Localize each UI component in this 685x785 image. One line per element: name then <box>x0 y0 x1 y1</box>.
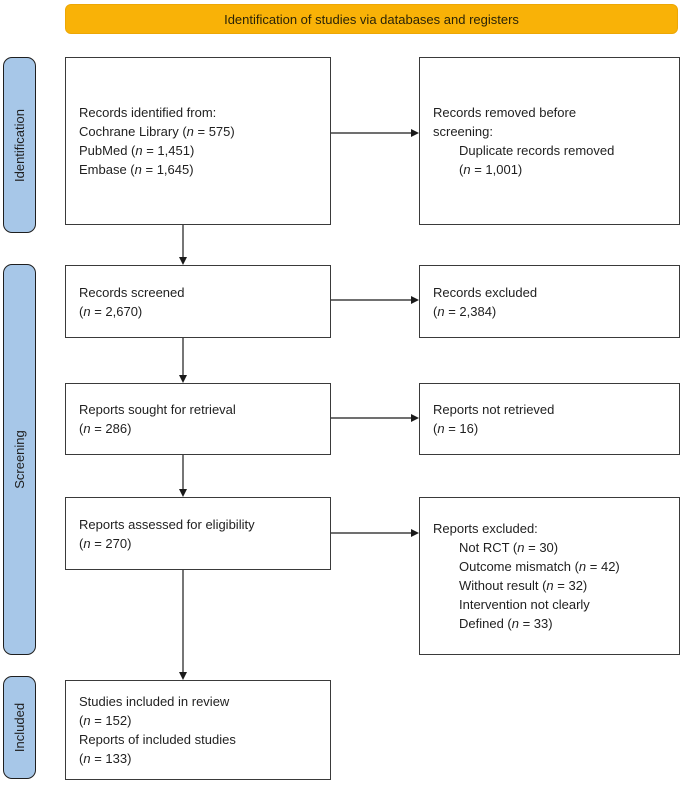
arrow-sought-to-assessed <box>179 455 187 497</box>
box-line: Records excluded <box>433 284 538 300</box>
box-records-screened-text: Records screened (n = 2,670) <box>66 275 198 329</box>
arrow-identified-to-removed <box>331 129 419 137</box>
box-line: PubMed (n = 1,451) <box>79 143 195 158</box>
box-line: Records screened <box>79 284 185 300</box>
box-reports-excluded-text: Reports excluded: Not RCT (n = 30) Outcome… <box>420 511 633 641</box>
box-line: (n = 270) <box>79 535 132 551</box>
stage-label-identification-text: Identification <box>12 108 27 182</box>
box-line: Reports sought for retrieval <box>79 402 236 417</box>
box-line: Reports excluded: <box>433 521 538 536</box>
box-reports-assessed-text: Reports assessed for eligibility (n = 270… <box>66 507 268 561</box>
arrow-identified-to-screened <box>179 225 187 265</box>
box-records-removed: Records removed before screening: Duplicat… <box>419 57 680 225</box>
box-studies-included: Studies included in review (n = 152) Repor… <box>65 680 331 780</box>
arrow-assessed-to-reports-excluded <box>331 529 419 537</box>
box-records-excluded: Records excluded (n = 2,384) <box>419 265 680 338</box>
stage-label-screening-text: Screening <box>12 430 28 489</box>
box-line: (n = 1,001) <box>459 162 523 177</box>
box-records-removed-text: Records removed before screening: Duplicat… <box>420 95 627 187</box>
box-records-identified: Records identified from: Cochrane Library… <box>65 57 331 225</box>
box-line: (n = 16) <box>433 421 479 436</box>
box-line: (n = 133) <box>79 751 132 766</box>
box-reports-sought-text: Reports sought for retrieval (n = 286) <box>66 392 249 446</box>
box-line: Duplicate records removed <box>459 143 615 158</box>
box-reports-excluded: Reports excluded: Not RCT (n = 30) Outcome… <box>419 497 680 655</box>
box-line: (n = 286) <box>79 421 132 436</box>
stage-label-included-text: Included <box>12 702 27 753</box>
box-reports-not-retrieved-text: Reports not retrieved (n = 16) <box>420 392 567 446</box>
stage-label-included: Included <box>3 676 36 779</box>
diagram-title-banner: Identification of studies via databases … <box>65 4 678 34</box>
box-line: Cochrane Library (n = 575) <box>79 124 235 139</box>
box-line: Records removed before <box>433 105 577 120</box>
box-line: Intervention not clearly <box>459 597 590 612</box>
box-line: (n = 152) <box>79 713 132 728</box>
box-records-identified-text: Records identified from: Cochrane Library… <box>66 95 248 187</box>
box-line: Outcome mismatch (n = 42) <box>459 559 620 574</box>
box-studies-included-text: Studies included in review (n = 152) Repor… <box>66 684 249 776</box>
arrow-assessed-to-included <box>179 570 187 680</box>
box-line: (n = 2,384) <box>433 303 497 319</box>
box-line: Embase (n = 1,645) <box>79 162 194 177</box>
box-reports-not-retrieved: Reports not retrieved (n = 16) <box>419 383 680 455</box>
arrow-screened-to-excluded <box>331 296 419 304</box>
box-line: Reports not retrieved <box>433 402 555 417</box>
arrow-sought-to-not-retrieved <box>331 414 419 422</box>
box-reports-assessed: Reports assessed for eligibility (n = 270… <box>65 497 331 570</box>
box-line: Studies included in review <box>79 694 230 709</box>
diagram-title: Identification of studies via databases … <box>224 11 519 27</box>
box-line: Records identified from: <box>79 105 217 120</box>
stage-label-identification: Identification <box>3 57 36 233</box>
box-line: Not RCT (n = 30) <box>459 540 559 555</box>
box-line: Reports of included studies <box>79 732 236 747</box>
box-records-excluded-text: Records excluded (n = 2,384) <box>420 275 550 329</box>
arrow-screened-to-sought <box>179 338 187 383</box>
box-line: Reports assessed for eligibility <box>79 516 255 532</box>
box-reports-sought: Reports sought for retrieval (n = 286) <box>65 383 331 455</box>
box-line: Defined (n = 33) <box>459 616 553 631</box>
stage-label-screening: Screening <box>3 264 36 655</box>
box-line: (n = 2,670) <box>79 303 143 319</box>
box-line: Without result (n = 32) <box>459 578 588 593</box>
box-line: screening: <box>433 124 493 139</box>
box-records-screened: Records screened (n = 2,670) <box>65 265 331 338</box>
